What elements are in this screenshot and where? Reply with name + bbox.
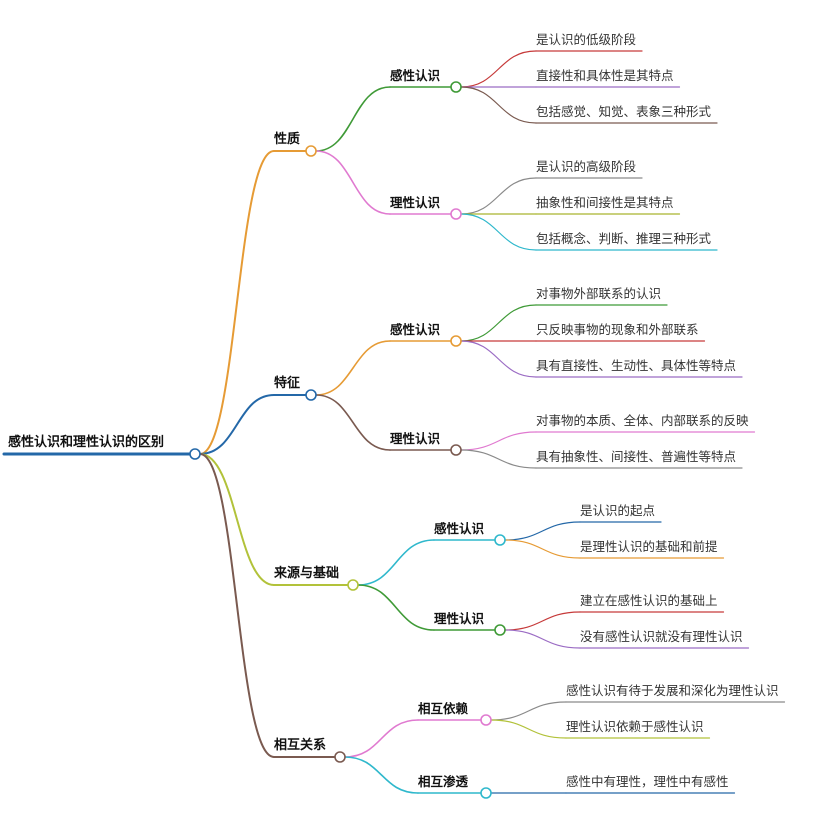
connector-leaf-3-0-0 [490, 701, 567, 721]
connector-branch-1-sub-0 [315, 340, 391, 396]
subtopic-collapse-toggle-3-1[interactable] [480, 787, 492, 799]
connector-leaf-2-1-0 [504, 611, 581, 631]
branch-topic-1: 特征 [274, 376, 301, 391]
branch-topic-2: 来源与基础 [274, 566, 340, 581]
connector-root-branch-1 [199, 394, 275, 455]
connector-branch-2-sub-1 [357, 584, 435, 631]
connector-leaf-1-1-0 [460, 431, 537, 451]
leaf-1-0-0: 对事物外部联系的认识 [536, 285, 662, 301]
leaf-0-1-1: 抽象性和间接性是其特点 [536, 194, 674, 210]
subtopic-collapse-toggle-0-0[interactable] [450, 81, 462, 93]
branch-collapse-toggle-1[interactable] [305, 389, 317, 401]
leaf-2-0-0: 是认识的起点 [580, 502, 656, 518]
leaf-0-1-2: 包括概念、判断、推理三种形式 [536, 230, 712, 246]
leaf-0-0-1: 直接性和具体性是其特点 [536, 67, 674, 83]
branch-topic-3: 相互关系 [274, 738, 327, 753]
subtopic-3-1: 相互渗透 [418, 773, 469, 789]
subtopic-collapse-toggle-3-0[interactable] [480, 714, 492, 726]
subtopic-1-1: 理性认识 [390, 430, 441, 446]
subtopic-2-0: 感性认识 [434, 520, 485, 536]
branch-collapse-toggle-0[interactable] [305, 145, 317, 157]
subtopic-3-0: 相互依赖 [418, 700, 469, 716]
branch-collapse-toggle-2[interactable] [347, 579, 359, 591]
subtopic-0-1: 理性认识 [390, 194, 441, 210]
subtopic-1-0: 感性认识 [390, 321, 441, 337]
connector-leaf-1-0-0 [460, 304, 537, 342]
leaf-1-0-1: 只反映事物的现象和外部联系 [536, 321, 699, 337]
branch-topic-0: 性质 [274, 132, 301, 147]
connector-root-branch-2 [199, 453, 275, 586]
subtopic-collapse-toggle-1-1[interactable] [450, 444, 462, 456]
subtopic-collapse-toggle-0-1[interactable] [450, 208, 462, 220]
connector-branch-1-sub-1 [315, 394, 391, 451]
leaf-1-0-2: 具有直接性、生动性、具体性等特点 [536, 357, 737, 373]
leaf-0-0-0: 是认识的低级阶段 [536, 31, 637, 47]
subtopic-collapse-toggle-1-0[interactable] [450, 335, 462, 347]
leaf-3-0-0: 感性认识有待于发展和深化为理性认识 [566, 682, 779, 698]
root-collapse-toggle[interactable] [189, 448, 201, 460]
connector-branch-0-sub-1 [315, 150, 391, 215]
branch-collapse-toggle-3[interactable] [334, 751, 346, 763]
leaf-2-1-0: 建立在感性认识的基础上 [580, 592, 718, 608]
connector-leaf-0-0-0 [460, 50, 537, 88]
connector-leaf-3-0-1 [490, 719, 567, 739]
connector-leaf-2-0-1 [504, 539, 581, 559]
leaf-3-1-0: 感性中有理性，理性中有感性 [566, 773, 729, 789]
connector-branch-2-sub-0 [357, 539, 435, 586]
subtopic-collapse-toggle-2-1[interactable] [494, 624, 506, 636]
leaf-3-0-1: 理性认识依赖于感性认识 [566, 718, 704, 734]
connector-root-branch-3 [199, 453, 275, 758]
connector-leaf-1-1-1 [460, 449, 537, 469]
subtopic-2-1: 理性认识 [434, 610, 485, 626]
connector-leaf-1-0-2 [460, 340, 537, 378]
connector-branch-3-sub-1 [344, 756, 419, 794]
leaf-1-1-1: 具有抽象性、间接性、普遍性等特点 [536, 448, 737, 464]
subtopic-0-0: 感性认识 [390, 67, 441, 83]
root-topic: 感性认识和理性认识的区别 [8, 435, 165, 450]
connector-branch-0-sub-0 [315, 86, 391, 152]
connector-leaf-0-0-2 [460, 86, 537, 124]
leaf-1-1-0: 对事物的本质、全体、内部联系的反映 [536, 412, 749, 428]
connector-branch-3-sub-0 [344, 719, 419, 758]
connector-leaf-0-1-0 [460, 177, 537, 215]
leaf-2-1-1: 没有感性认识就没有理性认识 [580, 628, 743, 644]
connector-leaf-2-0-0 [504, 521, 581, 541]
connector-leaf-2-1-1 [504, 629, 581, 649]
connector-leaf-0-1-2 [460, 213, 537, 251]
subtopic-collapse-toggle-2-0[interactable] [494, 534, 506, 546]
leaf-2-0-1: 是理性认识的基础和前提 [580, 538, 718, 554]
leaf-0-1-0: 是认识的高级阶段 [536, 158, 637, 174]
connector-root-branch-0 [199, 150, 275, 455]
leaf-0-0-2: 包括感觉、知觉、表象三种形式 [536, 103, 712, 119]
